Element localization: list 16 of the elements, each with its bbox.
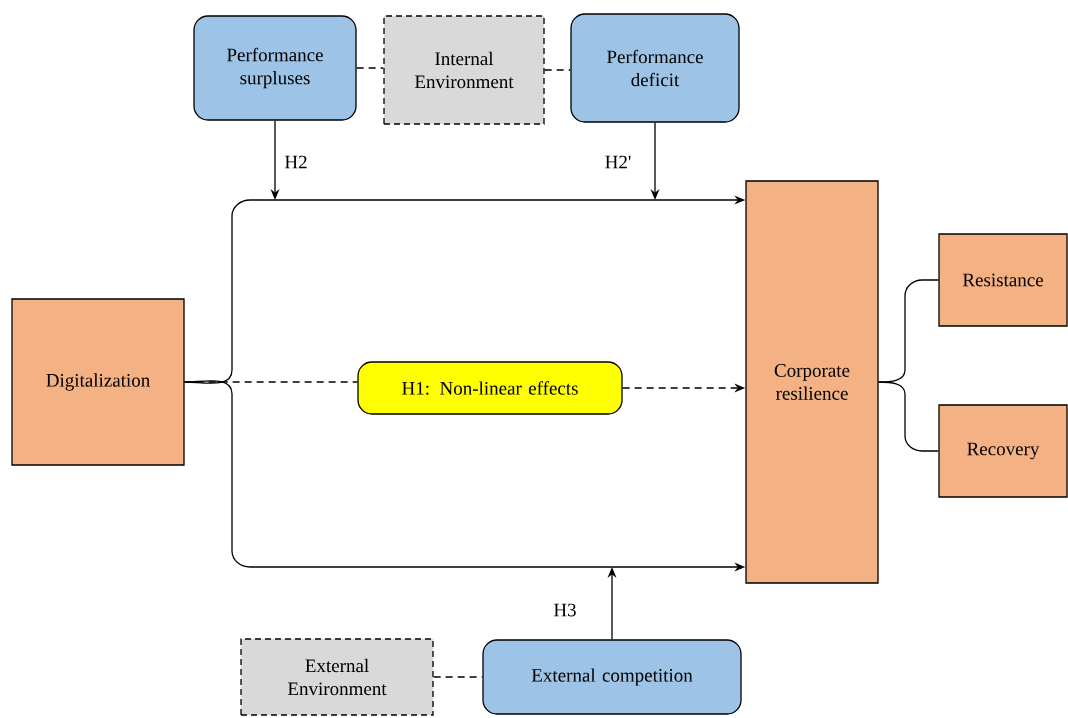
process-box: Resistance bbox=[938, 233, 1068, 327]
rounded-box: Performance deficit bbox=[570, 13, 740, 123]
process-box: Recovery bbox=[938, 404, 1068, 498]
process-box: Corporate resilience bbox=[745, 180, 879, 584]
brace-line bbox=[878, 381, 939, 452]
connector-line bbox=[356, 67, 384, 69]
edge-label: H3 bbox=[552, 602, 578, 618]
edge-label: H2' bbox=[603, 154, 633, 170]
hypothesis-box: H1: Non-linear effects bbox=[357, 361, 623, 415]
process-box: Digitalization bbox=[11, 298, 185, 466]
connector-line bbox=[544, 69, 571, 71]
rounded-box: Performance surpluses bbox=[193, 15, 357, 121]
dashed-box: Internal Environment bbox=[383, 15, 545, 125]
dashed-box: External Environment bbox=[240, 638, 434, 716]
rounded-box: External competition bbox=[482, 639, 742, 715]
edge-label: H2 bbox=[283, 154, 309, 170]
